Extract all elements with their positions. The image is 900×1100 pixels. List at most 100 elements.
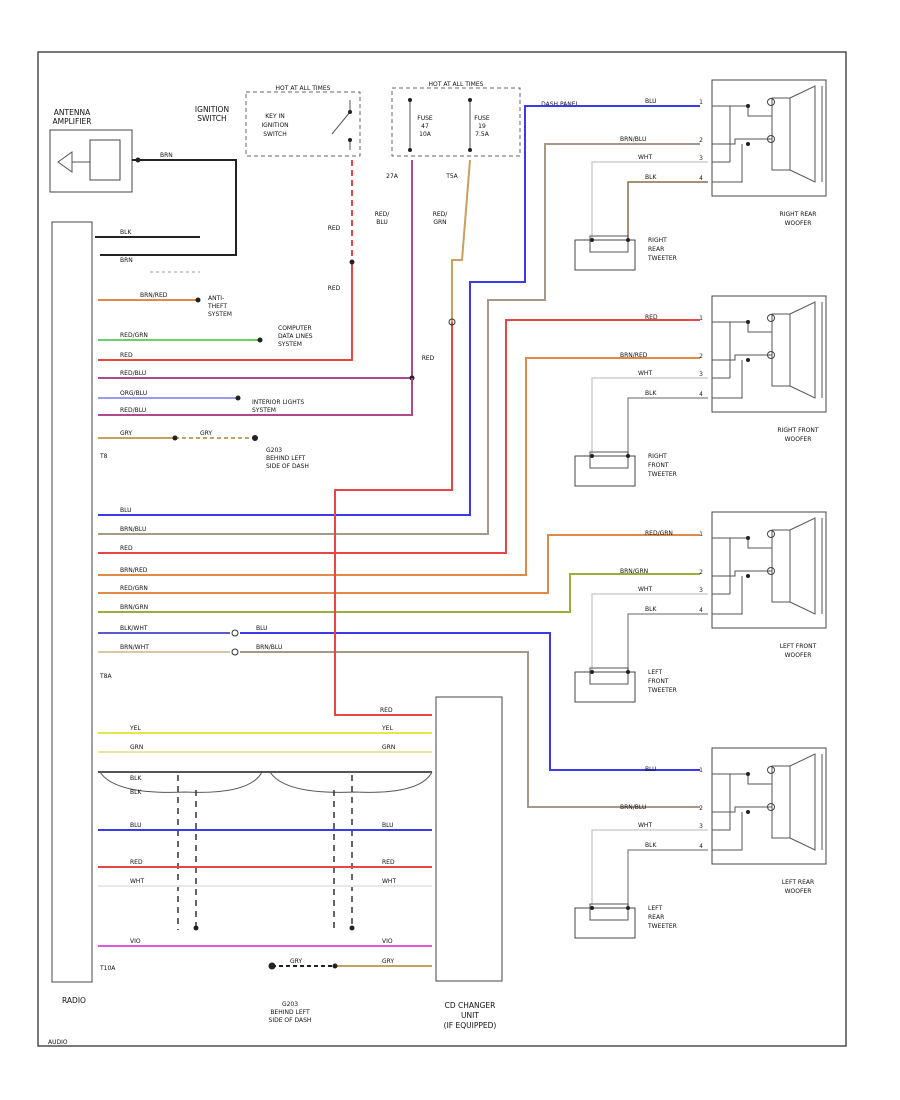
tweeter-icon (589, 451, 629, 469)
svg-text:1: 1 (699, 315, 703, 322)
wire-label: RED (380, 707, 393, 714)
wire-label: BRN/BLU (120, 526, 146, 533)
wire-label: WHT (382, 878, 396, 885)
ground-label: BEHIND LEFT (270, 1009, 310, 1016)
wire-label: YEL (381, 725, 393, 732)
fuse-47-label: FUSE (417, 115, 433, 122)
connector-label: T8A (99, 673, 112, 680)
hot-at-all-times-label: HOT AT ALL TIMES (276, 85, 331, 92)
tweeter-label: FRONT (648, 678, 669, 685)
tweeter-label: LEFT (648, 669, 662, 676)
wire-label: BLK (130, 789, 142, 796)
cd-changer-label: (IF EQUIPPED) (444, 1021, 497, 1030)
wire-label: GRN (382, 744, 395, 751)
tweeter-label: TWEETER (647, 255, 677, 262)
ground-label: G203 (282, 1001, 298, 1008)
radio-label: RADIO (62, 996, 86, 1005)
ground-label: BEHIND LEFT (266, 455, 306, 462)
connector-label: T8 (99, 453, 108, 460)
svg-text:2: 2 (699, 569, 703, 576)
anti-theft-label: THEFT (207, 303, 227, 310)
svg-text:4: 4 (699, 175, 703, 182)
woofer-box (711, 511, 827, 629)
radio-t8-connector: BRN/RED ANTI- THEFT SYSTEM RED/GRN COMPU… (98, 292, 313, 470)
woofer-box (711, 79, 827, 197)
radio-unit (51, 221, 93, 983)
woofer-speaker-icon (771, 765, 791, 839)
antenna-amplifier-label: ANTENNA (54, 108, 91, 117)
tweeter-label: TWEETER (647, 923, 677, 930)
svg-text:4: 4 (699, 391, 703, 398)
anti-theft-label: ANTI- (208, 295, 224, 302)
svg-text:3: 3 (699, 823, 703, 830)
tweeter-label: TWEETER (647, 687, 677, 694)
tweeter-label: REAR (648, 246, 664, 253)
tweeter-icon (589, 235, 629, 253)
svg-text:1: 1 (699, 531, 703, 538)
woofer-speaker-icon (771, 529, 791, 603)
wire-label: BLU (376, 219, 388, 226)
wire-label: BLU (382, 822, 394, 829)
computer-data-lines-label: COMPUTER (278, 325, 312, 332)
woofer-cone-icon (789, 85, 816, 183)
wire-label: RED (328, 225, 341, 232)
woofer-cone-icon (789, 517, 816, 615)
wire-label: BLK (645, 390, 657, 397)
anti-theft-label: SYSTEM (208, 311, 232, 318)
connector-label: T10A (99, 965, 116, 972)
wire-label: RED/GRN (120, 585, 148, 592)
key-in-label: SWITCH (263, 131, 287, 138)
wire-label: GRY (120, 430, 132, 437)
woofer-speaker-icon (771, 313, 791, 387)
fuse-ref-label: 27A (386, 173, 399, 180)
woofer-label: LEFT REAR (782, 879, 814, 886)
woofer-label: RIGHT FRONT (777, 427, 819, 434)
wire-label: RED (328, 285, 341, 292)
ignition-switch-label: IGNITION (195, 105, 229, 114)
wire-label: BRN/WHT (120, 644, 149, 651)
wire-label: BRN/GRN (120, 604, 148, 611)
svg-text:4: 4 (699, 607, 703, 614)
svg-text:3: 3 (699, 587, 703, 594)
wire-label: RED/BLU (120, 370, 146, 377)
fuse-47-label: 47 (421, 123, 429, 130)
wire-label: BRN/RED (120, 567, 148, 574)
wire-label: YEL (129, 725, 141, 732)
feed-wires: RED RED RED/ BLU RED RED/ GRN (98, 159, 471, 416)
interior-lights-label: SYSTEM (252, 407, 276, 414)
svg-text:1: 1 (699, 99, 703, 106)
wire-label: BLU (645, 98, 657, 105)
tweeter-label: LEFT (648, 905, 662, 912)
wire-label: VIO (130, 938, 141, 945)
ignition-switch-label: SWITCH (197, 114, 226, 123)
wire-label: RED (422, 355, 435, 362)
interior-lights-label: INTERIOR LIGHTS (252, 399, 304, 406)
tweeter-box (574, 907, 636, 939)
wire-label: RED/GRN (645, 530, 673, 537)
wire-label: BLK (645, 174, 657, 181)
fuse-19-label: FUSE (474, 115, 490, 122)
wire-label: GRN (130, 744, 143, 751)
radio-t10a-connector: RED YEL YEL GRN GRN BLK BLK BLU BLU RED … (98, 707, 433, 1024)
wire-label: ORG/BLU (120, 390, 147, 397)
tweeter-icon (589, 667, 629, 685)
tweeter-label: FRONT (648, 462, 669, 469)
cd-power-wire (334, 322, 453, 716)
wire-label: GRY (382, 958, 394, 965)
speaker-assembly: 1 2 3 4 (574, 511, 827, 703)
fuse-47-label: 10A (419, 131, 432, 138)
woofer-label: WOOFER (785, 436, 812, 443)
fuse-box-outline (391, 87, 521, 157)
tweeter-box (574, 671, 636, 703)
woofer-label: WOOFER (785, 220, 812, 227)
svg-text:2: 2 (699, 137, 703, 144)
ground-label: SIDE OF DASH (266, 463, 309, 470)
woofer-cone-icon (789, 753, 816, 851)
cd-changer-unit (435, 696, 503, 982)
wire-label: BLU (130, 822, 142, 829)
antenna-icon (57, 151, 73, 173)
wire-label: BLU (645, 766, 657, 773)
wire-label: BRN/BLU (256, 644, 282, 651)
wire-label: WHT (638, 586, 652, 593)
